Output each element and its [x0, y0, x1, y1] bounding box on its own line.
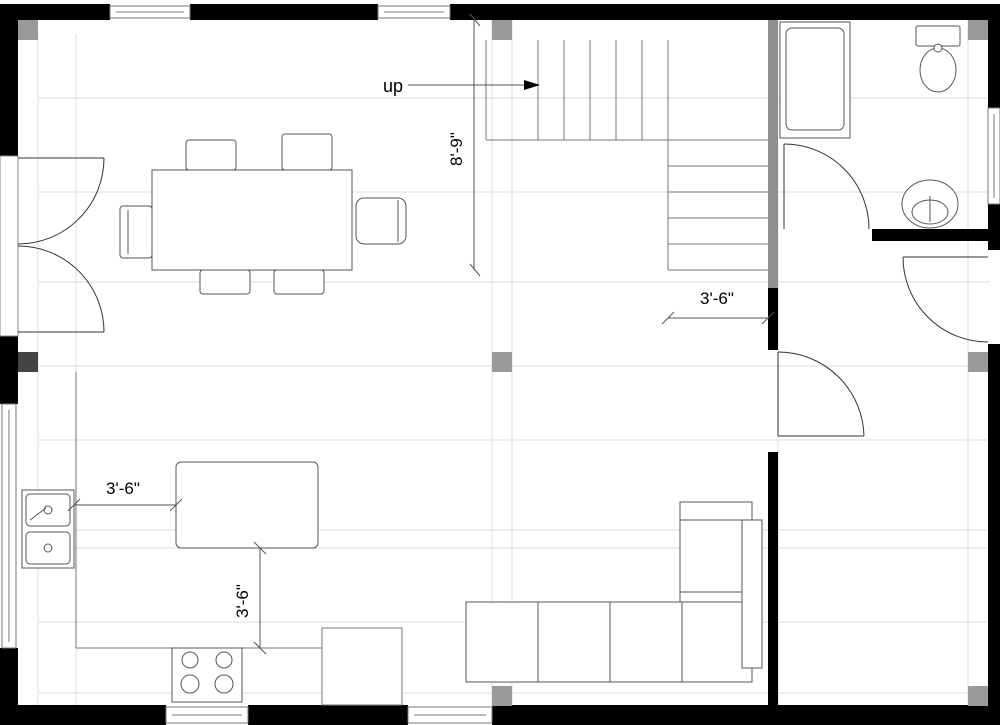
dim-island-range: 3'-6" [233, 584, 252, 618]
dimension-lines [67, 13, 775, 655]
sectional-sofa [465, 501, 763, 683]
bath-partition-wall [768, 20, 778, 288]
bedroom-door [777, 351, 865, 437]
toilet [915, 25, 961, 93]
entry-double-door [0, 155, 105, 337]
bathtub [779, 21, 851, 139]
exterior-walls [0, 4, 1000, 725]
stair-up-label: up [383, 76, 403, 96]
chair-top-left [185, 139, 237, 171]
dining-chairs [119, 133, 407, 295]
kitchen-sink [21, 489, 75, 569]
staircase [485, 40, 768, 271]
kitchen-island [175, 461, 319, 549]
interior-walls [768, 229, 988, 705]
chair-left [119, 205, 153, 259]
dim-stair-width: 8'-9" [447, 132, 466, 166]
chair-right [355, 197, 407, 245]
kitchen-counters [75, 372, 403, 706]
chair-top-right [281, 133, 333, 171]
chair-bottom-right [273, 269, 325, 295]
dim-sink-island: 3'-6" [106, 479, 140, 498]
windows [1, 5, 1000, 724]
dim-hall-clearance: 3'-6" [700, 289, 734, 308]
fridge [321, 627, 403, 706]
columns [18, 20, 988, 706]
bath-door [783, 143, 870, 230]
range-cooktop [171, 647, 243, 703]
closet-door [902, 256, 989, 343]
stair-up-arrow [408, 80, 540, 90]
dining-table [151, 169, 353, 271]
chair-bottom-left [199, 269, 251, 295]
bathroom-sink [901, 179, 959, 229]
